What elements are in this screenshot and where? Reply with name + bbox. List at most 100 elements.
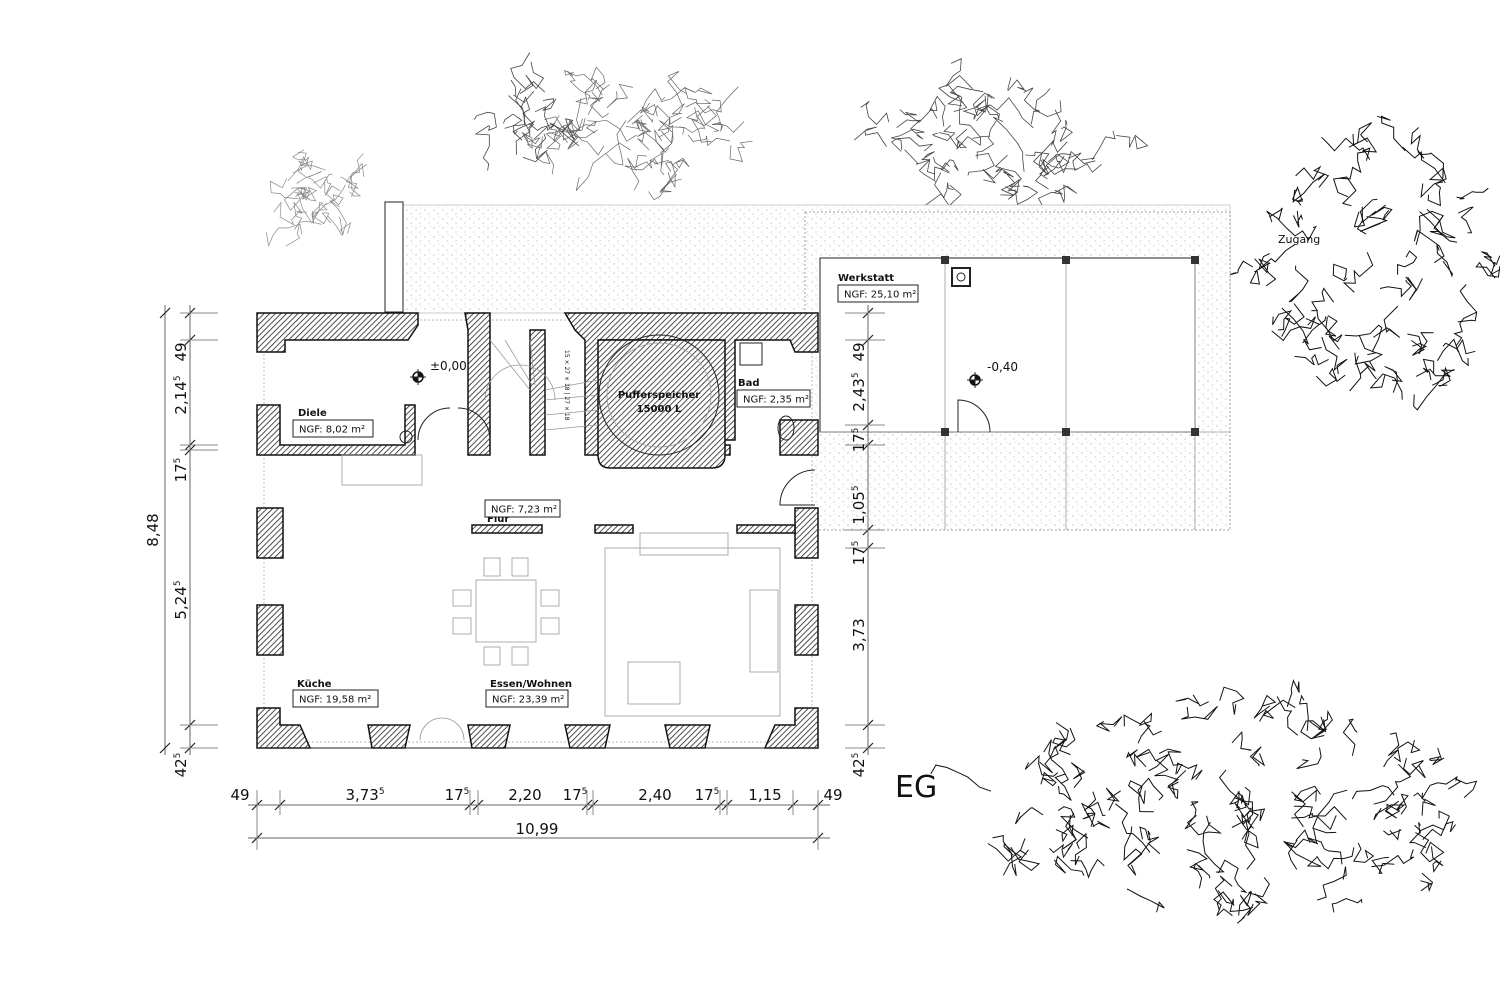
tree-stroke — [1410, 127, 1425, 159]
tree-stroke — [510, 52, 546, 93]
tree-stroke — [1420, 167, 1447, 199]
tree-stroke — [938, 132, 991, 149]
room-name: Essen/Wohnen — [490, 679, 572, 690]
tree-stroke — [992, 834, 1017, 876]
tree-stroke — [1292, 185, 1304, 206]
tree-stroke — [1293, 805, 1337, 831]
tree-stroke — [1039, 745, 1059, 774]
dimension-label: 175 — [563, 786, 588, 804]
tree-stroke — [1456, 187, 1489, 200]
tree-stroke — [1342, 252, 1374, 293]
tree-stroke — [860, 100, 890, 125]
tree-stroke — [1490, 261, 1500, 276]
tree-stroke — [1371, 849, 1415, 868]
tree-stroke — [672, 157, 690, 169]
tree-stroke — [1015, 185, 1039, 206]
tree-stroke — [567, 98, 582, 132]
tree-stroke — [1258, 243, 1296, 270]
tree-stroke — [1457, 284, 1478, 323]
tree-stroke — [1123, 712, 1153, 727]
tank-label: Pufferspeicher — [618, 390, 700, 401]
tree-stroke — [311, 202, 323, 224]
tree-stroke — [987, 838, 1027, 862]
tree-stroke — [1040, 771, 1057, 787]
level-marker-main: ±0,00 — [410, 359, 467, 385]
tree-stroke — [982, 167, 1004, 184]
tree-stroke — [474, 125, 490, 171]
tree-stroke — [605, 120, 627, 166]
tree-stroke — [1332, 263, 1348, 282]
tree-stroke — [685, 99, 722, 114]
tree-stroke — [1415, 832, 1445, 863]
tree-stroke — [947, 85, 984, 106]
tree-stroke — [1086, 812, 1111, 829]
tree-stroke — [1231, 819, 1256, 870]
tree-stroke — [521, 96, 535, 137]
dimension-label: 1,15 — [748, 786, 781, 804]
room-area: NGF: 25,10 m² — [844, 290, 916, 301]
tank-capacity: 15000 L — [637, 404, 682, 415]
tree-stroke — [1276, 696, 1299, 736]
area-box — [485, 689, 569, 708]
tree-stroke — [1419, 152, 1445, 180]
tree-stroke — [1332, 176, 1357, 207]
tree-stroke — [1420, 872, 1434, 893]
tree-stroke — [1186, 849, 1208, 872]
tree-stroke — [528, 122, 555, 140]
garden-wall — [384, 201, 404, 313]
tree-stroke — [296, 173, 333, 189]
tree-stroke — [327, 200, 347, 237]
tree-stroke — [1344, 324, 1383, 353]
tree-stroke — [976, 120, 997, 159]
tree-stroke — [641, 102, 654, 123]
tree-stroke — [1053, 855, 1085, 876]
tree-stroke — [1219, 686, 1245, 715]
tree-stroke — [1218, 769, 1251, 806]
building-walls — [256, 312, 819, 749]
tree-stroke — [1137, 721, 1162, 744]
tree-stroke — [1428, 747, 1445, 766]
tree-stroke — [1023, 87, 1062, 118]
tree-stroke — [1427, 181, 1444, 207]
tree-stroke — [1436, 338, 1459, 362]
tree-stroke — [1369, 373, 1403, 400]
tree-stroke — [297, 166, 322, 178]
tree-stroke — [1316, 309, 1338, 337]
tree-stroke — [1373, 305, 1401, 338]
tree-stroke — [1139, 826, 1161, 855]
tree-stroke — [574, 118, 605, 156]
tree-stroke — [1475, 261, 1500, 279]
tree-stroke — [1271, 316, 1316, 342]
tree-stroke — [1481, 251, 1500, 267]
tree-stroke — [1456, 338, 1476, 367]
tree-stroke — [1317, 866, 1347, 901]
tree-stroke — [1293, 785, 1321, 803]
tree-stroke — [1253, 694, 1277, 719]
tree-stroke — [890, 137, 934, 152]
area-box — [736, 389, 811, 408]
tree-stroke — [1422, 821, 1456, 840]
tree-stroke — [1272, 310, 1293, 331]
tree-stroke — [1393, 739, 1421, 763]
tree-stroke — [1115, 803, 1151, 853]
tree-stroke — [1339, 151, 1366, 180]
tree-stroke — [716, 86, 739, 132]
tree-stroke — [536, 144, 555, 175]
tree-stroke — [980, 97, 1034, 129]
tree-stroke — [1379, 279, 1413, 298]
tree-stroke — [625, 119, 652, 133]
tree-stroke — [340, 164, 368, 189]
tree-stroke — [1052, 722, 1071, 756]
tree-stroke — [904, 149, 937, 183]
dimension-label: 175 — [850, 541, 868, 566]
tree-stroke — [521, 131, 543, 150]
dimension-label: 175 — [445, 786, 470, 804]
tree-stroke — [1193, 862, 1211, 889]
tree-stroke — [1249, 746, 1266, 767]
tree-stroke — [972, 92, 993, 122]
tree-stroke — [1241, 808, 1266, 840]
tree-stroke — [585, 119, 637, 142]
access-label: Zugang — [1278, 233, 1320, 246]
tree-stroke — [1422, 358, 1435, 381]
